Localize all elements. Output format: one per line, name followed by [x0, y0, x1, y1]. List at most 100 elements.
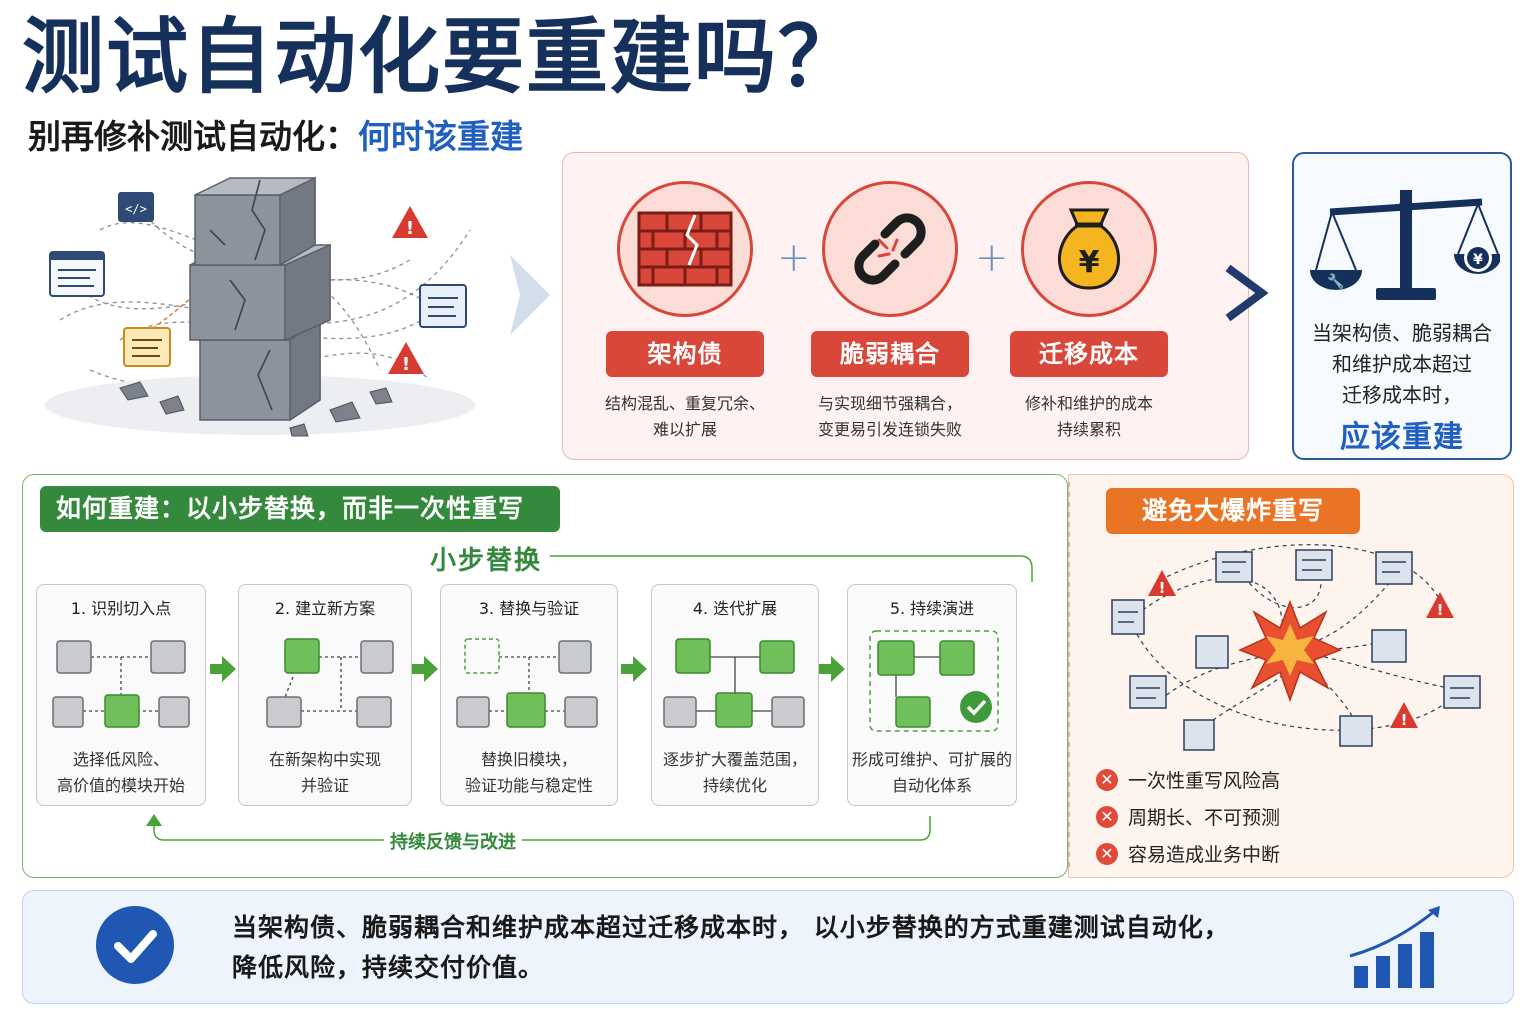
verdict-line: 迁移成本时， — [1342, 383, 1462, 407]
subtitle-highlight: 何时该重建 — [358, 117, 523, 156]
verdict-conclusion: 应该重建 — [1340, 420, 1464, 455]
process-step-1: 1. 识别切入点 选择低风险、 高价值的模块开始 — [36, 584, 206, 806]
process-connector-lines — [146, 555, 1033, 841]
verdict-text: 当架构债、脆弱耦合 和维护成本超过 迁移成本时， — [1294, 318, 1510, 411]
feedback-loop-label: 持续反馈与改进 — [384, 828, 522, 854]
svg-text:!: ! — [1437, 601, 1444, 619]
svg-text:!: ! — [1159, 579, 1166, 597]
check-circle-icon — [96, 906, 174, 984]
cause-icon-circle: ¥ — [1021, 181, 1157, 317]
risk-text: 一次性重写风险高 — [1128, 770, 1281, 792]
module-diagram-icon — [456, 638, 598, 728]
warning-icon: ! — [1390, 702, 1418, 729]
svg-text:</>: </> — [125, 202, 147, 216]
small-step-label: 小步替换 — [430, 546, 543, 576]
cause-icon-circle — [822, 181, 958, 317]
money-bag-icon: ¥ — [1057, 208, 1121, 290]
wrench-icon: 🔧 — [1327, 272, 1344, 290]
cause-brittle-coupling: 脆弱耦合 与实现细节强耦合， 变更易引发连锁失败 — [795, 181, 985, 443]
step-description: 形成可维护、可扩展的 自动化体系 — [848, 747, 1016, 799]
x-circle-icon: ✕ — [1096, 768, 1118, 791]
plus-sign: + — [975, 235, 1009, 281]
causes-panel: 架构债 结构混乱、重复冗余、 难以扩展 + 脆弱耦合 与实现细节强耦合， 变更易… — [562, 152, 1249, 460]
step-title: 3. 替换与验证 — [478, 599, 580, 618]
code-card-icon: </> — [118, 192, 154, 222]
step-desc-line: 选择低风险、 — [72, 750, 169, 769]
verdict-box: 🔧 ¥ 当架构债、脆弱耦合 和维护成本超过 迁移成本时， 应该重建 — [1292, 152, 1512, 460]
step-desc-line: 在新架构中实现 — [268, 750, 381, 769]
cause-icon-circle — [617, 181, 753, 317]
process-step-4: 4. 迭代扩展 逐步扩大覆盖范围， 持续优化 — [651, 584, 819, 806]
greater-than-icon — [1225, 264, 1268, 322]
summary-line: 降低风险，持续交付价值。 — [232, 953, 545, 982]
risk-text: 容易造成业务中断 — [1128, 844, 1281, 866]
module-diagram-icon — [869, 630, 999, 732]
warning-icon: ! — [392, 206, 428, 239]
warning-icon: ! — [1148, 570, 1176, 597]
balance-scale-icon: 🔧 ¥ — [1310, 190, 1500, 300]
cause-architecture-debt: 架构债 结构混乱、重复冗余、 难以扩展 — [590, 181, 780, 443]
process-step-2: 2. 建立新方案 在新架构中实现 并验证 — [238, 584, 412, 806]
warning-icon: ! — [1426, 592, 1454, 619]
module-diagram-icon — [266, 638, 394, 728]
cause-desc-line: 难以扩展 — [652, 420, 717, 439]
step-desc-line: 逐步扩大覆盖范围， — [662, 750, 807, 769]
step-desc-line: 持续优化 — [702, 776, 767, 795]
cause-label: 架构债 — [606, 331, 764, 377]
step-title: 2. 建立新方案 — [274, 599, 376, 618]
step-desc-line: 验证功能与稳定性 — [464, 776, 593, 795]
cause-description: 修补和维护的成本 持续累积 — [994, 391, 1184, 443]
cause-migration-cost: ¥ 迁移成本 修补和维护的成本 持续累积 — [994, 181, 1184, 443]
broken-chain-icon — [854, 213, 926, 285]
step-description: 逐步扩大覆盖范围， 持续优化 — [652, 747, 818, 799]
summary-banner — [22, 890, 1514, 1004]
cause-desc-line: 结构混乱、重复冗余、 — [604, 394, 765, 413]
step-desc-line: 替换旧模块， — [480, 750, 577, 769]
step-arrow-icon — [210, 656, 236, 682]
checkmark-icon — [966, 699, 987, 716]
step-description: 在新架构中实现 并验证 — [239, 747, 411, 799]
flow-arrow-icon — [510, 255, 550, 335]
cause-label: 迁移成本 — [1010, 331, 1168, 377]
crumbling-monolith-illustration: </> ! ! — [45, 176, 475, 437]
verdict-line: 和维护成本超过 — [1332, 352, 1472, 376]
cause-description: 与实现细节强耦合， 变更易引发连锁失败 — [795, 391, 985, 443]
svg-text:!: ! — [402, 354, 410, 375]
big-bang-header: 避免大爆炸重写 — [1106, 488, 1360, 534]
step-desc-line: 形成可维护、可扩展的 — [851, 750, 1012, 769]
svg-text:!: ! — [1401, 711, 1408, 729]
money-icon: ¥ — [1473, 252, 1483, 268]
step-arrow-icon — [412, 656, 438, 682]
process-step-3: 3. 替换与验证 替换旧模块， 验证功能与稳定性 — [440, 584, 618, 806]
brick-wall-icon — [637, 211, 733, 287]
module-diagram-icon — [663, 638, 805, 728]
page-title: 测试自动化要重建吗？ — [22, 10, 863, 105]
module-diagram-icon — [52, 640, 190, 728]
x-circle-icon: ✕ — [1096, 842, 1118, 865]
risk-item: ✕ 容易造成业务中断 — [1096, 840, 1280, 867]
step-desc-line: 自动化体系 — [891, 776, 972, 795]
step-description: 选择低风险、 高价值的模块开始 — [37, 747, 205, 799]
growth-chart-icon — [1349, 906, 1440, 988]
svg-text:¥: ¥ — [1079, 245, 1100, 280]
x-circle-icon: ✕ — [1096, 805, 1118, 828]
plus-sign: + — [777, 235, 811, 281]
summary-line: 当架构债、脆弱耦合和维护成本超过迁移成本时， 以小步替换的方式重建测试自动化， — [232, 913, 1230, 942]
step-title: 4. 迭代扩展 — [692, 599, 778, 618]
cause-desc-line: 与实现细节强耦合， — [817, 394, 962, 413]
cause-description: 结构混乱、重复冗余、 难以扩展 — [590, 391, 780, 443]
page-subtitle: 别再修补测试自动化：何时该重建 — [28, 112, 523, 162]
warning-icon: ! — [388, 342, 424, 375]
step-desc-line: 高价值的模块开始 — [56, 776, 185, 795]
risk-item: ✕ 周期长、不可预测 — [1096, 803, 1280, 830]
step-title: 5. 持续演进 — [889, 599, 975, 618]
step-arrow-icon — [621, 656, 647, 682]
panel-divider — [1068, 482, 1070, 870]
verdict-line: 当架构债、脆弱耦合 — [1312, 321, 1492, 345]
summary-text: 当架构债、脆弱耦合和维护成本超过迁移成本时， 以小步替换的方式重建测试自动化， … — [232, 908, 1230, 988]
cause-desc-line: 修补和维护的成本 — [1024, 394, 1153, 413]
step-description: 替换旧模块， 验证功能与稳定性 — [441, 747, 617, 799]
risk-text: 周期长、不可预测 — [1128, 807, 1281, 829]
cause-label: 脆弱耦合 — [811, 331, 969, 377]
big-bang-explosion-illustration: ! ! ! — [1111, 544, 1481, 751]
